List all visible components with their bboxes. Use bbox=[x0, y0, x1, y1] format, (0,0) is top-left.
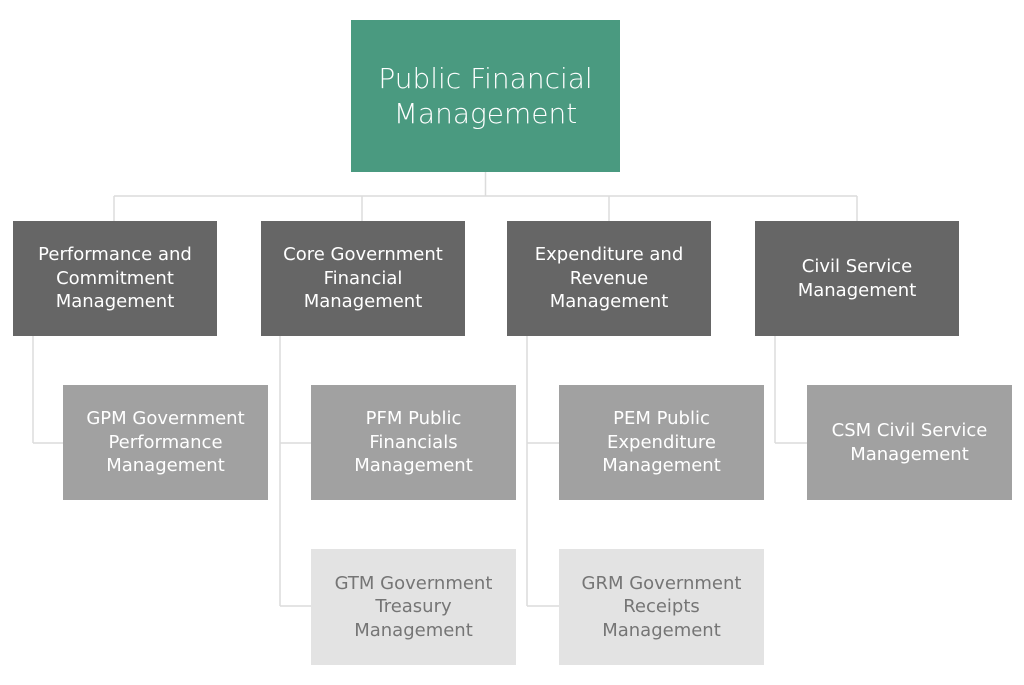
module-node-label: PFM Public Financials Management bbox=[354, 408, 473, 477]
root-node-public-financial-management: Public Financial Management bbox=[351, 20, 620, 172]
category-node-label: Civil Service Management bbox=[797, 256, 917, 301]
module-node-label: GTM Government Treasury Management bbox=[334, 572, 493, 641]
module-node-grm: GRM Government Receipts Management bbox=[559, 549, 764, 665]
module-node-pfm: PFM Public Financials Management bbox=[311, 385, 516, 500]
module-node-label: CSM Civil Service Management bbox=[831, 420, 988, 465]
category-node-label: Core Government Financial Management bbox=[283, 244, 443, 313]
category-node-label: Performance and Commitment Management bbox=[38, 244, 192, 313]
root-node-label: Public Financial Management bbox=[378, 62, 593, 130]
module-node-pem: PEM Public Expenditure Management bbox=[559, 385, 764, 500]
module-node-csm: CSM Civil Service Management bbox=[807, 385, 1012, 500]
category-node-civil-service: Civil Service Management bbox=[755, 221, 959, 336]
module-node-label: GPM Government Performance Management bbox=[86, 408, 245, 477]
category-node-performance-commitment: Performance and Commitment Management bbox=[13, 221, 217, 336]
category-node-expenditure-revenue: Expenditure and Revenue Management bbox=[507, 221, 711, 336]
category-node-label: Expenditure and Revenue Management bbox=[534, 244, 684, 313]
module-node-label: GRM Government Receipts Management bbox=[581, 572, 742, 641]
category-node-core-government-financial: Core Government Financial Management bbox=[261, 221, 465, 336]
module-node-label: PEM Public Expenditure Management bbox=[602, 408, 721, 477]
module-node-gtm: GTM Government Treasury Management bbox=[311, 549, 516, 665]
module-node-gpm: GPM Government Performance Management bbox=[63, 385, 268, 500]
